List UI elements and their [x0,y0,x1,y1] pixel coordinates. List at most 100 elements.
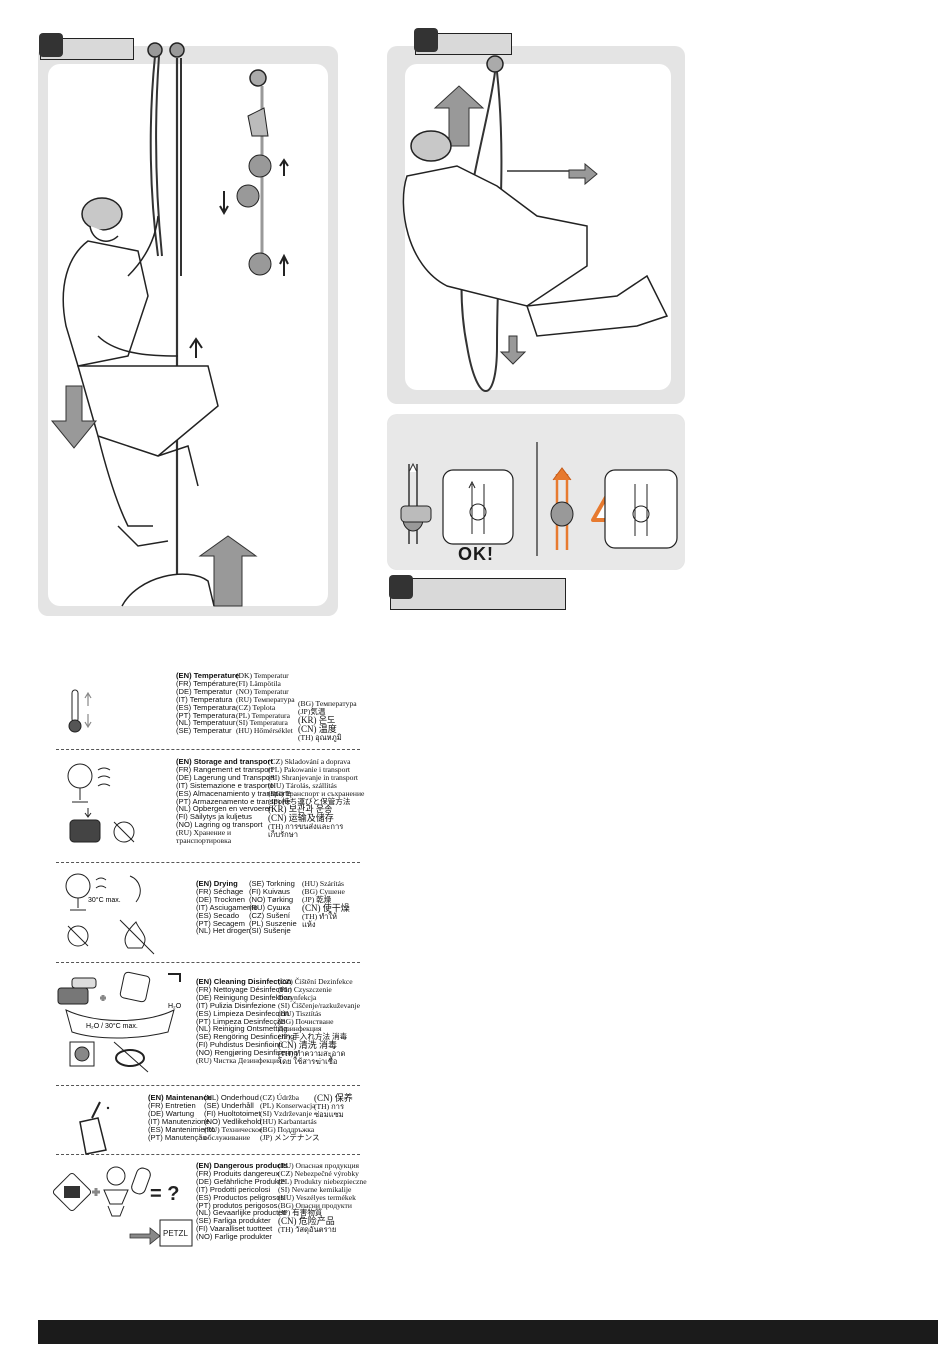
drying-icons: 30°C max. [65,873,155,955]
care-text: (DE) Temperatur [176,686,232,696]
care-text: (EN) Maintenance [148,1093,212,1102]
up-arrow-icon [198,535,258,607]
cleaning-icons: H₂O / 30°C max. H₂O [57,971,182,1073]
care-text: (TH) อุณหภูมิ [298,732,342,742]
care-text: (FR) Entretien [148,1100,196,1110]
care-text: (JP) 手入れ方法 消毒 [278,1032,348,1042]
care-text: (IT) Temperatura [176,694,233,704]
ok-label: OK! [458,544,494,564]
oil-bottle-icon [79,1101,110,1155]
care-text: (ES) Almacenamiento y transporte [176,788,292,798]
care-text: ซ่อมแซม [314,1109,344,1119]
care-text: (PL) Produkty niebezpieczne [278,1176,367,1186]
rope-bag-icon [69,819,101,843]
care-divider [56,962,360,963]
care-text: (RU) Чистка Дезинфекция [196,1056,282,1066]
care-text: (ES) Mantenimiento [148,1124,216,1134]
care-divider [56,862,360,863]
care-text: (CN) 运输及储存 [268,813,334,824]
care-text: (NO) Rengjøring Desinfisering [196,1048,298,1058]
water-label: H₂O / 30°C max. [86,1022,138,1030]
care-text: (SE) Rengöring Desinficering [196,1032,295,1042]
care-text: (IT) Manutenzione [148,1116,210,1126]
care-text: (FI) Puhdistus Desinfiointi [196,1040,283,1050]
anchor-icon [147,42,185,58]
thermometer-icon [68,689,92,733]
care-text: (CZ) Teplota [236,702,276,712]
care-text: (RU) Температура [236,694,295,704]
care-text: (NO) Lagring og transport [176,820,263,830]
care-text: (FI) Vaaralliset tuotteet [196,1224,273,1234]
care-text: (ES) Productos peligrosos [196,1192,285,1202]
disinfectant-icon [119,971,151,1003]
care-text: (NO) Farlige produkter [196,1232,272,1242]
care-text: (CN) 温度 [298,723,337,734]
care-text: (CN) 使干燥 [302,902,350,913]
care-text: (EN) Drying [196,879,238,888]
care-text: (IT) Sistemazione e trasporto [176,780,274,790]
harness-icon [103,1189,129,1205]
ok-danger-diagrams [400,442,678,556]
tap-icon [168,973,181,982]
care-text: (FI) Lämpötila [236,678,281,688]
care-text: (HU) Karbantartás [260,1116,317,1126]
care-text: (JP) 乾燥 [302,894,332,904]
care-text: (TH) ทำให้ [302,911,338,921]
section-tag-left [39,33,134,60]
care-text: (FI) Huoltotoimet [204,1108,261,1118]
care-text: (SI) Temperatura [236,718,288,728]
care-text: (NO) Tørking [249,894,294,904]
care-text: (HU) Tárolás, szállítás [268,780,337,790]
care-text: (KR) 온도 [298,714,336,725]
care-text: (FR) Rangement et transport [176,764,274,774]
care-divider [56,1154,360,1155]
care-text: (TH) วัสดุอันตราย [278,1225,337,1235]
care-text: (FR) Nettoyage Désinfection [196,984,292,994]
care-text: (NO) Vedlikehold [204,1116,262,1126]
care-text: (PL) Temperatura [236,710,290,720]
down-arrow-icon [50,385,98,449]
petzl-box [159,1219,193,1247]
care-text: (DE) Reinigung Desinfektion [196,992,292,1002]
h2o-label: H₂O [168,1003,182,1010]
care-divider [56,749,360,750]
care-text: (FR) Produits dangereux [196,1168,280,1178]
rope-coil-icon [115,1049,145,1067]
equals-question: = ? [150,1183,179,1205]
care-text: (KR) 보관과 운송 [268,804,333,815]
care-text: (PL) Czyszczenie [278,984,332,994]
care-text: (DE) Gefährliche Produkte [196,1176,286,1186]
care-text: (CN) 清洗 消毒 [278,1040,337,1051]
equipment-icon [57,987,89,1005]
care-text: (JP) メンテナンス [260,1132,320,1142]
care-text: (BG) Почистване [278,1016,334,1026]
care-text: (ES) Secado [196,910,240,920]
care-text: (BG) Опасни продукти [278,1200,352,1210]
care-text: (ES) Temperatura [176,702,236,712]
care-text: (DE) Lagerung und Transport [176,772,275,782]
care-text: (BG) Поддръжка [260,1124,315,1134]
care-text: (EN) Storage and transport [176,757,274,766]
care-text: (CZ) Sušení [249,910,290,920]
section-tag-bottom [389,575,566,610]
care-text: (NO) Temperatur [236,686,289,696]
care-text: (RU) Опасная продукция [278,1161,360,1170]
care-text: (NL) Het drogen [196,926,251,936]
care-text: (NL) Temperatuur [176,718,236,728]
care-text: (SE) Underhåll [204,1100,254,1110]
care-text: (BG) Сушене [302,886,345,896]
care-text: (FI) Säilytys ja kuljetus [176,812,252,822]
climber-illustration-left [50,42,289,607]
care-text: แห้ง [302,919,316,929]
care-divider [56,1085,360,1086]
care-text: (DK) Temperatur [236,671,289,680]
care-text: (CZ) Skladování a doprava [268,757,351,766]
care-text: (PT) Temperatura [176,710,236,720]
care-text: Дезинфекция [278,1024,322,1034]
care-text: (DE) Trocknen [196,894,245,904]
care-text: (EN) Dangerous products [196,1161,288,1170]
care-text: (SI) Čiščenje/razkuževanje [278,1000,361,1010]
hand-drip-icon [129,875,141,903]
care-text: โดย ใช้สารฆ่าเชื้อ [278,1057,338,1067]
care-text: (JP) 有害物質 [278,1208,323,1218]
